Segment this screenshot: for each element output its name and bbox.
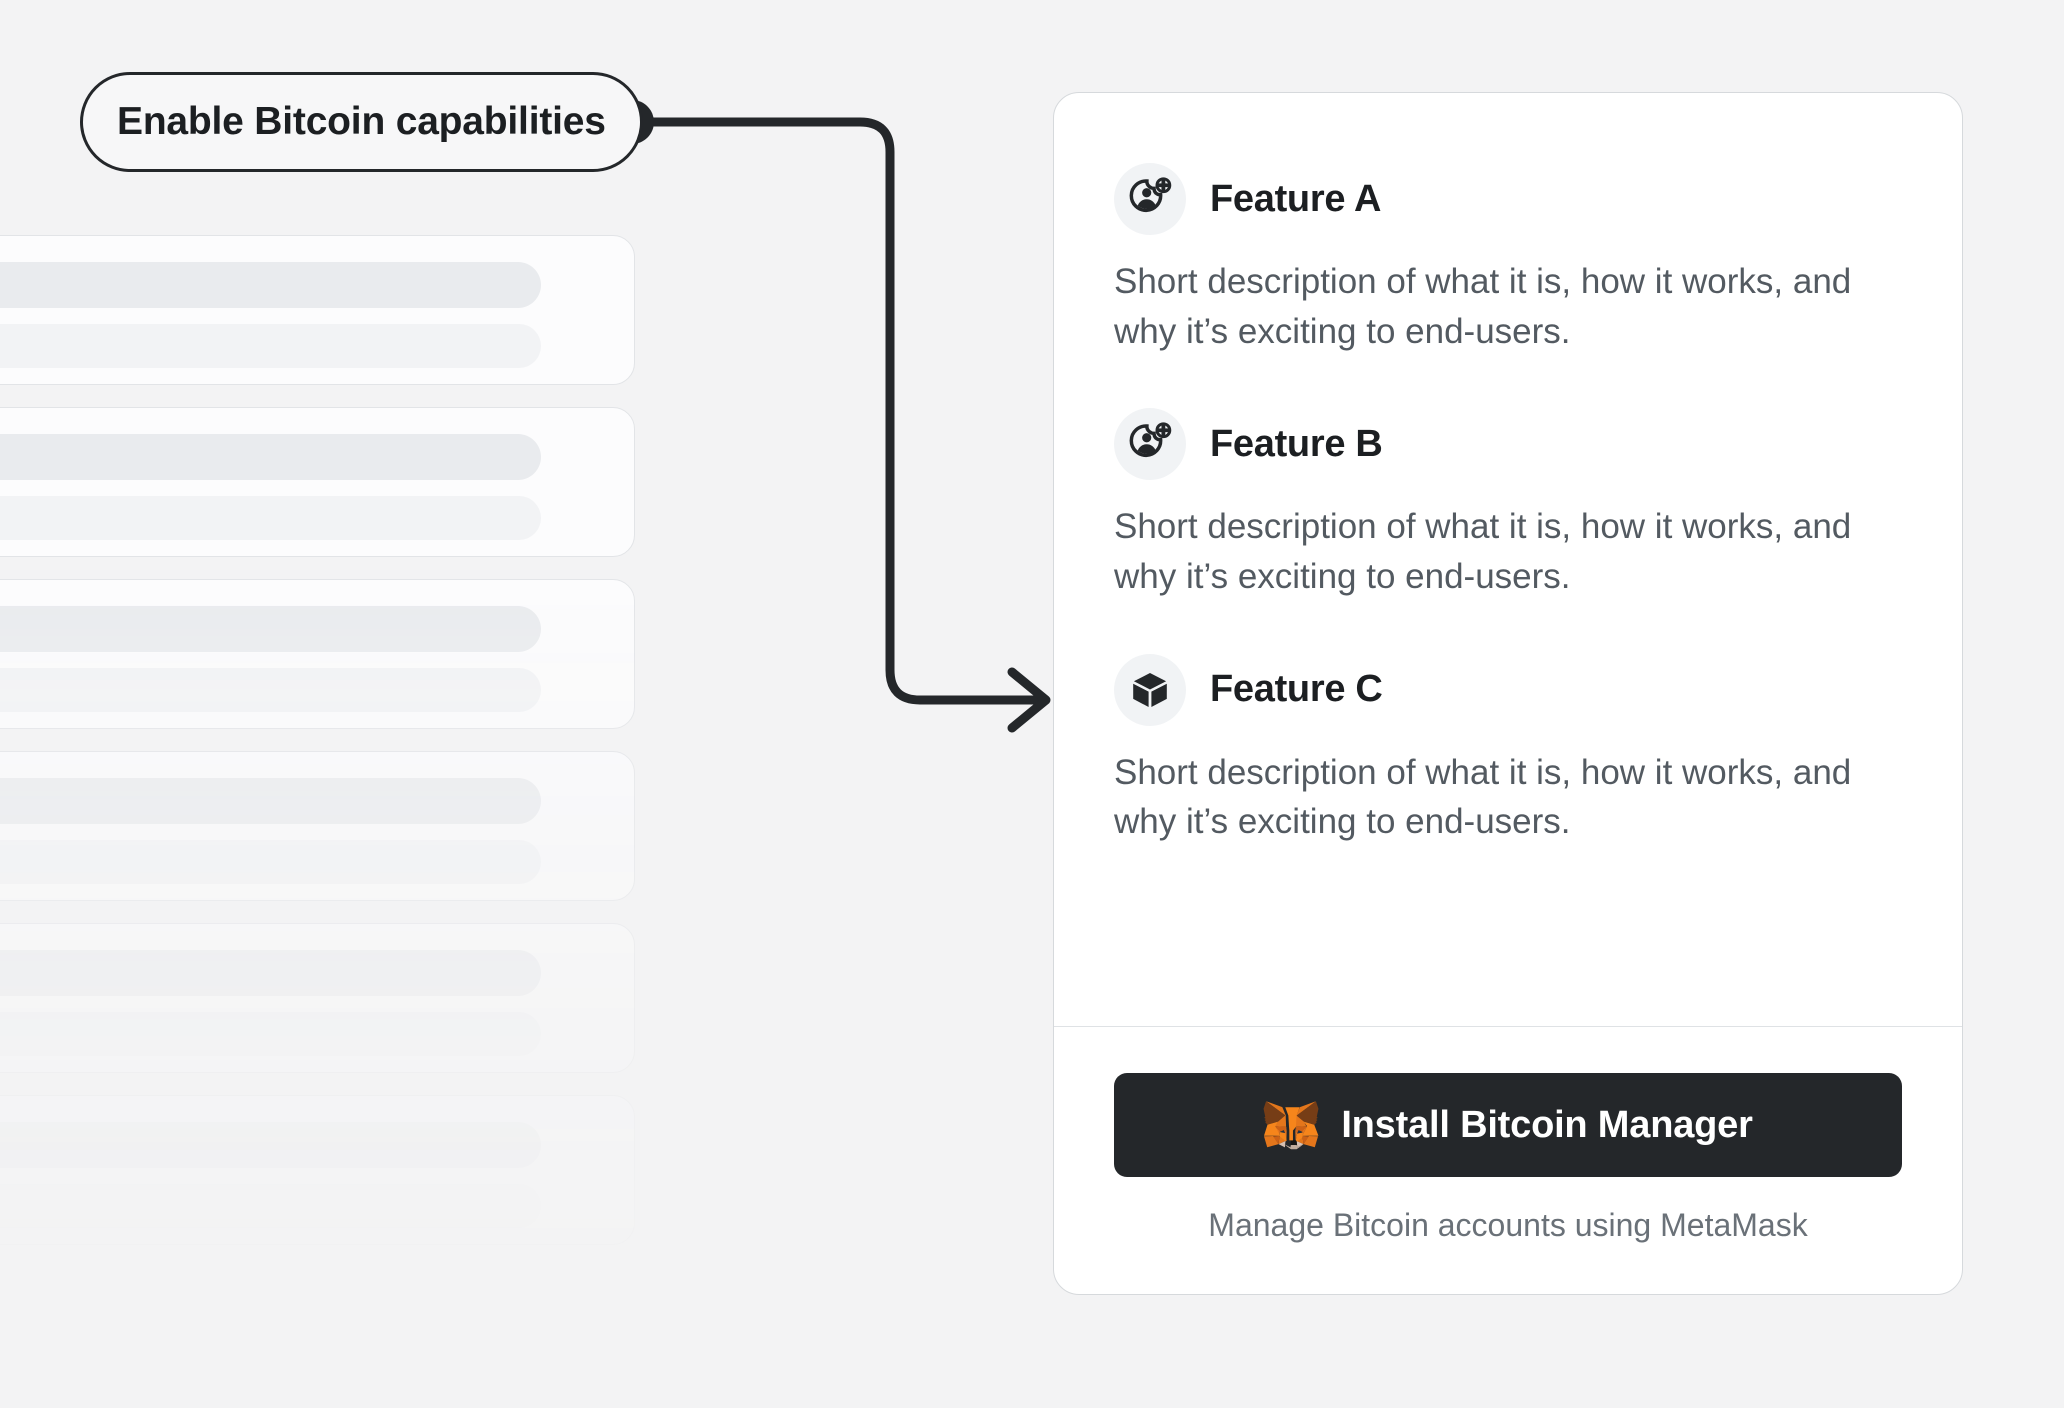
- skeleton-bar-primary: [0, 778, 541, 824]
- skeleton-bar-secondary: [0, 1184, 541, 1228]
- feature-header: Feature A: [1114, 163, 1902, 235]
- feature-header: Feature B: [1114, 408, 1902, 481]
- skeleton-bar-secondary: [0, 496, 541, 540]
- skeleton-bar-primary: [0, 434, 541, 480]
- feature-item: Feature B Short description of what it i…: [1114, 408, 1902, 601]
- callout-pill[interactable]: Enable Bitcoin capabilities: [80, 72, 643, 172]
- skeleton-card: [0, 407, 635, 557]
- user-plus-icon: [1114, 163, 1186, 235]
- skeleton-card: [0, 1095, 635, 1245]
- skeleton-card: [0, 579, 635, 729]
- card-footer: Install Bitcoin Manager Manage Bitcoin a…: [1054, 1027, 1962, 1294]
- skeleton-bar-primary: [0, 606, 541, 652]
- cube-icon: [1114, 653, 1186, 726]
- card-divider: [1054, 1025, 1962, 1027]
- feature-title: Feature B: [1210, 422, 1383, 465]
- metamask-fox-icon: [1263, 1099, 1319, 1151]
- connector-path: [627, 117, 1045, 705]
- feature-description: Short description of what it is, how it …: [1114, 752, 1852, 842]
- install-bitcoin-manager-button[interactable]: Install Bitcoin Manager: [1114, 1073, 1902, 1177]
- feature-title: Feature A: [1210, 177, 1382, 220]
- connector-arrowhead: [1007, 667, 1051, 733]
- skeleton-card: [0, 923, 635, 1073]
- skeleton-bar-secondary: [0, 840, 541, 884]
- skeleton-bar-primary: [0, 950, 541, 996]
- feature-title: Feature C: [1210, 668, 1383, 711]
- features-list: Feature A Short description of what it i…: [1054, 93, 1962, 1026]
- install-button-label: Install Bitcoin Manager: [1341, 1103, 1753, 1146]
- feature-description: Short description of what it is, how it …: [1114, 262, 1852, 351]
- feature-item: Feature A Short description of what it i…: [1114, 163, 1902, 356]
- skeleton-bar-secondary: [0, 1012, 541, 1056]
- feature-description: Short description of what it is, how it …: [1114, 507, 1852, 597]
- feature-card: Feature A Short description of what it i…: [1053, 92, 1963, 1295]
- footer-caption: Manage Bitcoin accounts using MetaMask: [1208, 1207, 1808, 1243]
- skeleton-bar-secondary: [0, 668, 541, 712]
- user-plus-icon: [1114, 408, 1186, 481]
- skeleton-card: [0, 235, 635, 385]
- skeleton-list: [0, 235, 640, 1395]
- skeleton-bar-primary: [0, 262, 541, 308]
- feature-header: Feature C: [1114, 653, 1902, 726]
- callout-label: Enable Bitcoin capabilities: [117, 100, 606, 143]
- skeleton-bar-primary: [0, 1122, 541, 1168]
- skeleton-bar-secondary: [0, 324, 541, 368]
- feature-item: Feature C Short description of what it i…: [1114, 653, 1902, 847]
- skeleton-card: [0, 751, 635, 901]
